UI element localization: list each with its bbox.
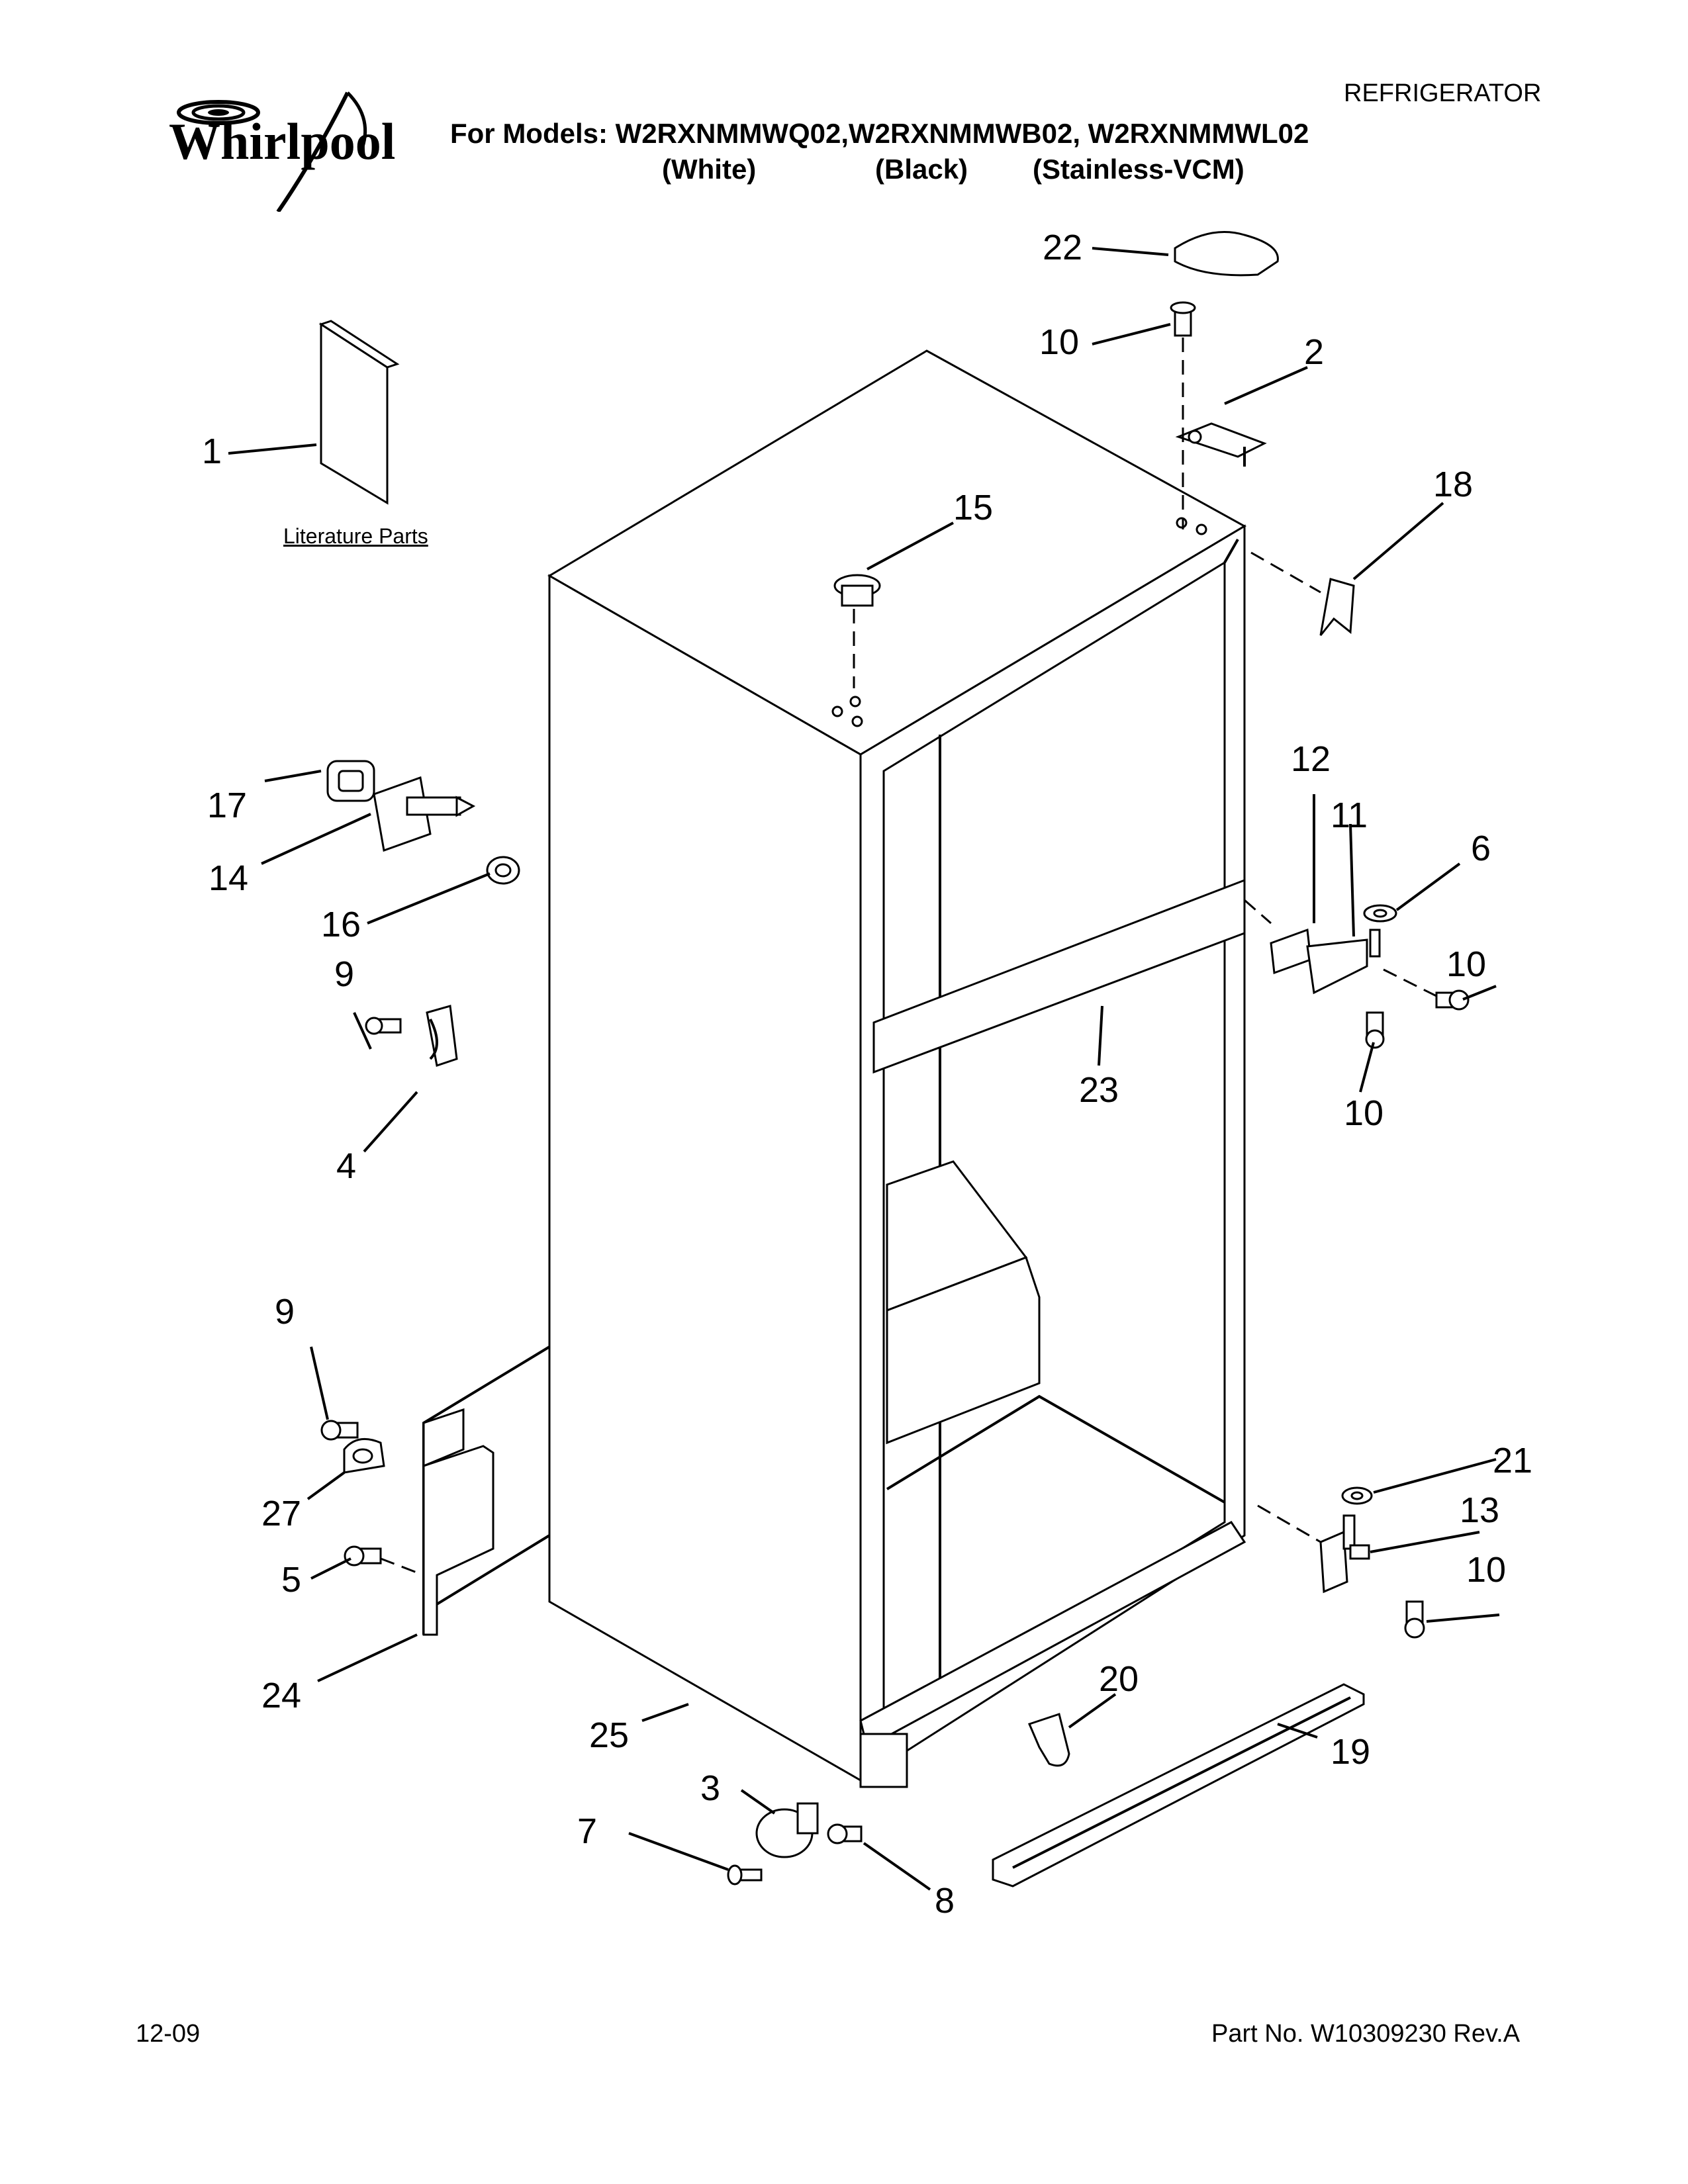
screw-upper-left — [365, 1017, 402, 1035]
revision-date: 12-09 — [136, 2020, 201, 2048]
leveling-leg — [755, 1802, 819, 1858]
callout-14: 14 — [209, 858, 248, 898]
toe-grille — [992, 1683, 1365, 1888]
callout-1: 1 — [202, 432, 222, 471]
leader-lines — [228, 247, 1500, 1891]
callout-17: 17 — [207, 786, 247, 825]
bottom-hinge-washer — [1341, 1486, 1373, 1505]
top-hinge — [1175, 422, 1267, 467]
washer — [486, 856, 520, 885]
callout-6: 6 — [1471, 829, 1491, 868]
literature-booklet — [318, 320, 400, 505]
callout-4: 4 — [336, 1146, 356, 1186]
middle-hinge-washer — [1363, 904, 1397, 923]
top-plug — [833, 574, 881, 607]
models-line: For Models: W2RXNMMWQ02,W2RXNMMWB02, W2R… — [450, 118, 1309, 149]
callout-20: 20 — [1099, 1659, 1139, 1699]
middle-hinge — [1306, 929, 1381, 995]
hinge-pin-assembly — [373, 776, 476, 852]
middle-hinge-shim — [1270, 928, 1312, 975]
callout-3: 3 — [700, 1768, 720, 1808]
cabinet — [547, 349, 1247, 1788]
hinge-cap — [1319, 578, 1355, 636]
callout-21: 21 — [1493, 1441, 1532, 1480]
left-side-bracket — [422, 1408, 494, 1636]
callout-9-upper: 9 — [334, 954, 354, 994]
callout-10-top: 10 — [1039, 322, 1079, 362]
part-number: Part No. W10309230 Rev.A — [1211, 2020, 1521, 2048]
callout-labels: 1 2 3 4 5 6 7 8 9 9 10 10 10 10 10 11 12… — [202, 228, 1532, 1921]
hinge-screw-top — [1170, 301, 1196, 337]
bottom-hinge-screw — [1404, 1600, 1425, 1639]
cable-clip — [343, 1437, 385, 1474]
callout-10-middle-lower: 10 — [1344, 1093, 1383, 1133]
middle-hinge-screw-lower — [1365, 1011, 1385, 1049]
callout-19: 19 — [1331, 1732, 1370, 1772]
top-hinge-cover — [1174, 231, 1279, 277]
callout-5: 5 — [281, 1560, 301, 1600]
variant-stainless: (Stainless-VCM) — [1033, 154, 1244, 185]
screw-lower-left-9 — [320, 1420, 359, 1441]
grille-clip — [1027, 1713, 1070, 1767]
callout-13: 13 — [1460, 1490, 1499, 1530]
grommet — [326, 760, 375, 802]
category-label: REFRIGERATOR — [1344, 79, 1542, 107]
callout-11: 11 — [1331, 796, 1368, 835]
callout-23: 23 — [1079, 1070, 1119, 1110]
callout-10-middle-right: 10 — [1446, 944, 1486, 984]
brand-name: Whirlpool — [169, 113, 395, 170]
screw-lower-left-5 — [344, 1545, 382, 1567]
literature-parts-label: Literature Parts — [283, 524, 428, 548]
callout-15: 15 — [953, 488, 993, 527]
leg-screw — [827, 1823, 863, 1844]
callout-25: 25 — [589, 1715, 629, 1755]
variant-black: (Black) — [875, 154, 968, 185]
callout-16: 16 — [321, 905, 361, 944]
callout-22: 22 — [1043, 228, 1082, 267]
callout-9-lower: 9 — [275, 1292, 295, 1332]
door-stop-bracket — [426, 1005, 458, 1067]
callout-18: 18 — [1433, 465, 1473, 504]
variant-white: (White) — [662, 154, 757, 185]
callout-24: 24 — [261, 1676, 301, 1715]
brand-logo: Whirlpool — [149, 79, 414, 213]
callout-7: 7 — [577, 1811, 597, 1851]
callout-12: 12 — [1291, 739, 1331, 779]
callout-27: 27 — [261, 1494, 301, 1533]
leg-pin — [727, 1864, 763, 1886]
middle-hinge-screw-right — [1435, 989, 1470, 1011]
whirlpool-swirl-icon: Whirlpool — [169, 91, 395, 213]
bottom-hinge — [1319, 1514, 1370, 1594]
callout-8: 8 — [935, 1881, 955, 1921]
callout-10-bottom: 10 — [1466, 1550, 1506, 1590]
callout-2: 2 — [1304, 332, 1324, 372]
